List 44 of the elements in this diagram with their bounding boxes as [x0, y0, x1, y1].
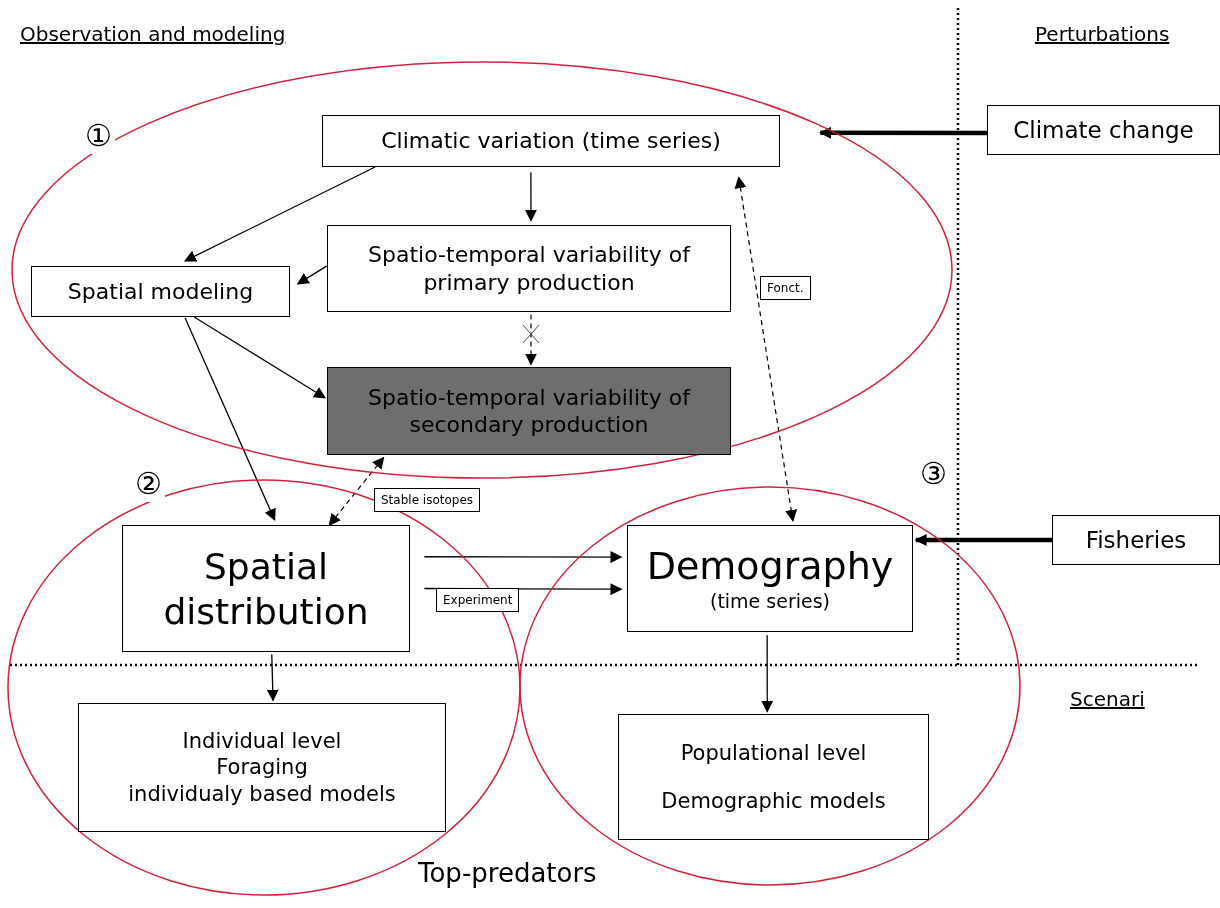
process-box [987, 105, 1220, 155]
process-box [627, 525, 913, 632]
node-text: Individual level [182, 728, 342, 755]
node-text: Climate change [1013, 115, 1194, 145]
node-text: Fisheries [1085, 525, 1187, 555]
process-box [618, 714, 929, 840]
arrow [328, 456, 385, 526]
arrow [184, 317, 276, 521]
highlighted-box [327, 367, 731, 455]
section-heading: Observation and modeling [20, 22, 286, 46]
group-caption: Top-predators [418, 858, 597, 888]
node-text: Spatio-temporal variability of primary production [367, 241, 692, 296]
process-box [31, 266, 290, 317]
node-text: Demography [646, 542, 894, 590]
arrow [423, 551, 623, 564]
node-text: Demographic models [661, 788, 886, 815]
process-box [327, 225, 731, 312]
edge-label: Experiment [436, 588, 520, 612]
node-text: Spatial modeling [67, 277, 254, 306]
node-text: Foraging [216, 754, 308, 781]
arrow [761, 634, 774, 713]
node-text: Spatial distribution [162, 544, 370, 634]
edge-label: Fonct. [760, 276, 811, 300]
arrow [184, 166, 376, 262]
process-box [1052, 515, 1220, 565]
arrow [525, 314, 537, 366]
arrow [734, 176, 798, 522]
node-text: Spatio-temporal variability of secondary production [367, 383, 692, 439]
process-box [122, 525, 410, 652]
process-box [322, 115, 780, 167]
arrow [193, 316, 326, 399]
arrow [296, 265, 328, 285]
arrow [819, 126, 987, 139]
node-text: Populational level [680, 739, 867, 766]
process-box [78, 703, 446, 832]
edge-label: Stable isotopes [374, 488, 481, 512]
arrow [266, 653, 279, 702]
arrow [914, 534, 1052, 546]
arrow [525, 171, 537, 222]
section-heading: Scenari [1070, 687, 1145, 711]
node-text: Climatic variation (time series) [381, 127, 721, 155]
section-heading: Perturbations [1035, 22, 1170, 46]
node-text: (time series) [709, 590, 831, 615]
node-text: individualy based models [128, 780, 396, 807]
